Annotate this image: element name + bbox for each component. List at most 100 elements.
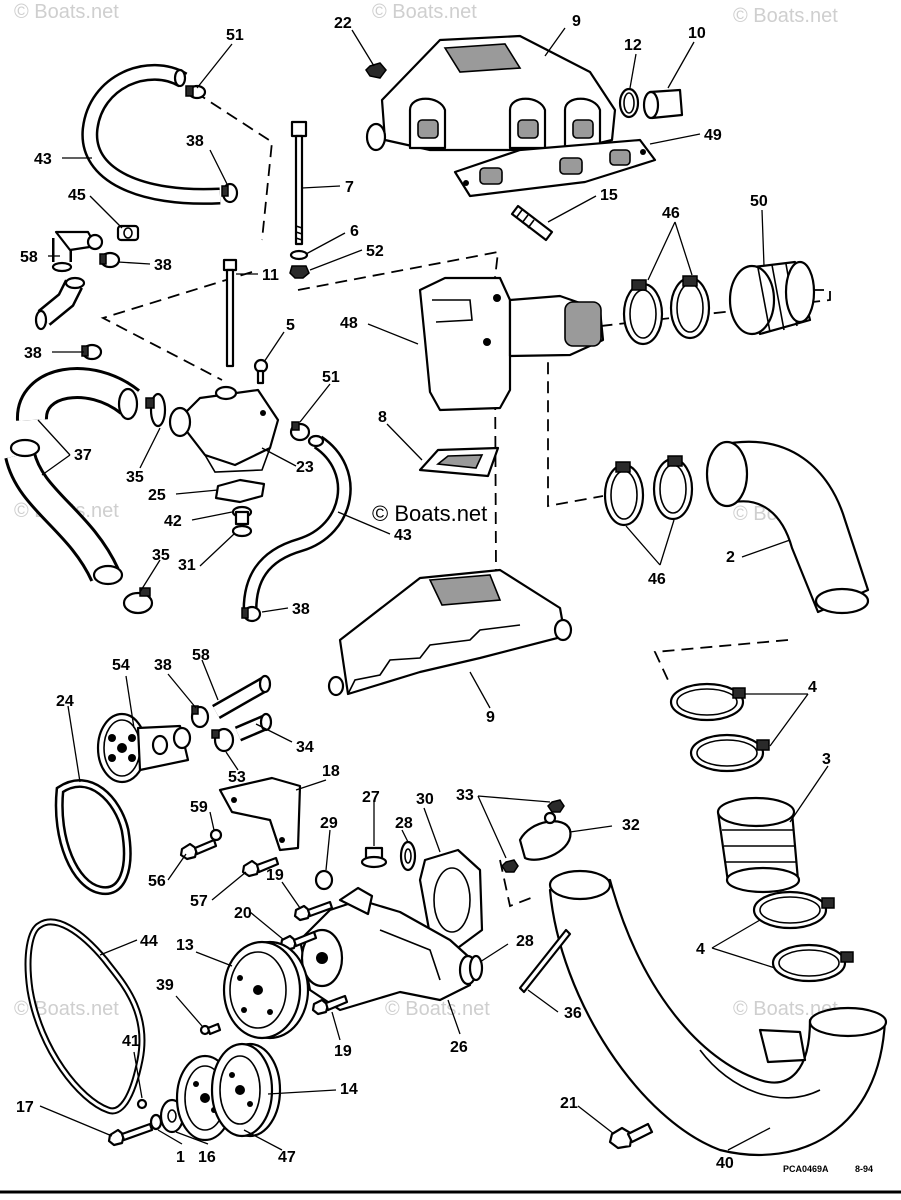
clamp-12 (618, 87, 640, 119)
callout-49: 49 (704, 127, 722, 144)
callout-6: 6 (350, 223, 359, 240)
hose-34 (234, 712, 273, 742)
callout-20: 20 (234, 905, 252, 922)
exhaust-elbow-48 (418, 276, 605, 412)
callout-15: 15 (600, 187, 618, 204)
clamps-4-upper (669, 682, 770, 773)
watermark: © Boats.net (733, 998, 838, 1020)
callout-42: 42 (164, 513, 182, 530)
callout-56: 56 (148, 873, 166, 890)
callout-17: 17 (16, 1099, 34, 1116)
clamp-38-left (81, 343, 103, 361)
hose-58-pump (212, 674, 272, 719)
callout-25: 25 (148, 487, 166, 504)
screw-5 (253, 358, 269, 385)
callout-18: 18 (322, 763, 340, 780)
assembly-dashed-lines (100, 91, 831, 908)
drawing-code-date: 8-94 (855, 1164, 873, 1174)
hose-43-lower (242, 434, 352, 611)
clamp-38-mid (99, 251, 121, 269)
elbow-fitting (34, 276, 86, 331)
gasket-25 (214, 478, 266, 504)
callout-47: 47 (278, 1149, 296, 1166)
callout-35: 35 (126, 469, 144, 486)
sleeve-10 (642, 88, 684, 120)
callout-28: 28 (516, 933, 534, 950)
callout-38: 38 (154, 257, 172, 274)
callout-45: 45 (68, 187, 86, 204)
bolt-56 (179, 838, 218, 861)
washer-6 (289, 249, 309, 261)
callout-19: 19 (266, 867, 284, 884)
callout-31: 31 (178, 557, 196, 574)
stud-15 (510, 204, 554, 242)
callout-38: 38 (292, 601, 310, 618)
clamp-38-lower (241, 605, 262, 623)
callout-50: 50 (750, 193, 768, 210)
callout-28: 28 (395, 815, 413, 832)
callout-3: 3 (822, 751, 831, 768)
gasket-8 (418, 446, 500, 478)
callout-58: 58 (20, 249, 38, 266)
clamp-35-upper (145, 392, 167, 428)
callout-44: 44 (140, 933, 158, 950)
callout-58: 58 (192, 647, 210, 664)
clamp-53 (211, 727, 235, 753)
callout-30: 30 (416, 791, 434, 808)
callout-36: 36 (564, 1005, 582, 1022)
exhaust-manifold-lower (327, 568, 573, 697)
bolt-7 (290, 120, 308, 246)
center-watermark: © Boats.net (372, 501, 487, 526)
bolt-21 (608, 1122, 654, 1150)
callout-numbers: 51 22 9 12 10 43 38 49 7 45 15 46 50 58 … (16, 13, 831, 1172)
callout-41: 41 (122, 1033, 140, 1050)
clamp-51-right (289, 421, 311, 442)
callout-26: 26 (450, 1039, 468, 1056)
clamps-4-lower (752, 890, 854, 983)
callout-43: 43 (394, 527, 412, 544)
callout-27: 27 (362, 789, 380, 806)
callout-46: 46 (662, 205, 680, 222)
drawing-code-id: PCA0469A (783, 1164, 829, 1174)
callout-23: 23 (296, 459, 314, 476)
cover-32 (518, 811, 572, 861)
callout-33: 33 (456, 787, 474, 804)
clamps-46-lower (603, 455, 694, 527)
screw-33-top (547, 799, 565, 813)
bolt-17 (107, 1122, 154, 1147)
clamp-51-upper (185, 84, 207, 100)
callout-16: 16 (198, 1149, 216, 1166)
y-pipe-40 (548, 869, 888, 1157)
callout-12: 12 (624, 37, 642, 54)
callout-24: 24 (56, 693, 74, 710)
callout-39: 39 (156, 977, 174, 994)
pulley-13 (222, 940, 310, 1040)
cap-29 (314, 869, 334, 891)
raw-water-pump-54 (96, 712, 192, 784)
callout-11: 11 (262, 267, 279, 284)
callout-38: 38 (154, 657, 172, 674)
callout-10: 10 (688, 25, 706, 42)
nut-52 (289, 265, 310, 279)
callout-19: 19 (334, 1043, 352, 1060)
callout-21: 21 (560, 1095, 578, 1112)
screw-39 (199, 1022, 222, 1036)
callout-29: 29 (320, 815, 338, 832)
callout-46: 46 (648, 571, 666, 588)
pulley-47 (210, 1042, 282, 1138)
nut-22 (365, 62, 387, 79)
callout-40: 40 (716, 1155, 734, 1172)
callout-52: 52 (366, 243, 384, 260)
clamp-38-upper (221, 182, 239, 204)
callout-4: 4 (808, 679, 817, 696)
callout-53: 53 (228, 769, 246, 786)
bolt-19-lower (311, 994, 349, 1016)
plug-27 (360, 846, 388, 869)
callout-37: 37 (74, 447, 92, 464)
callout-43: 43 (34, 151, 52, 168)
callout-8: 8 (378, 409, 387, 426)
callout-54: 54 (112, 657, 130, 674)
callout-51: 51 (322, 369, 340, 386)
leader-lines (37, 27, 829, 1151)
